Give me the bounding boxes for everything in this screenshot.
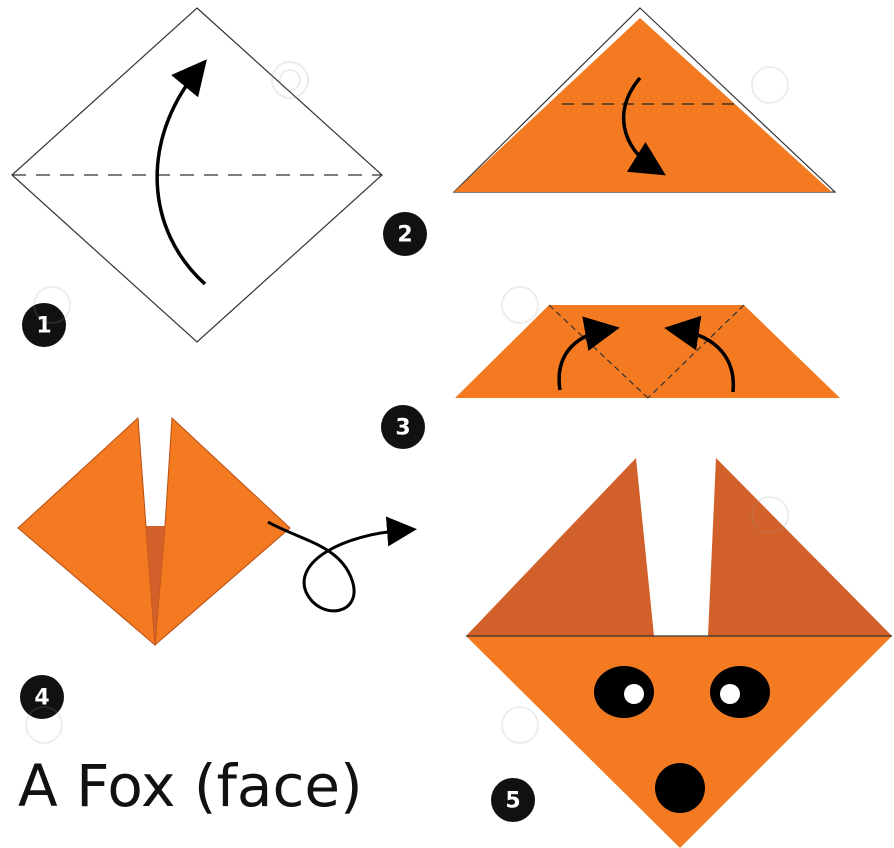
paper-triangle — [454, 18, 832, 192]
step-number-4: 4 — [34, 686, 49, 711]
step-number-1: 1 — [36, 314, 51, 339]
page-title: A Fox (face) — [18, 752, 363, 820]
step-1-diagram — [11, 7, 383, 343]
step-badge-1: 1 — [22, 303, 66, 347]
step-5-diagram — [466, 458, 892, 848]
fox-ear-left — [466, 458, 654, 636]
fold-line-right — [647, 304, 745, 399]
watermark-spiral — [751, 496, 789, 534]
watermark-spiral — [501, 706, 539, 744]
watermark-spiral — [501, 286, 539, 324]
fox-eye-left-pupil — [624, 684, 644, 704]
step-badge-2: 2 — [383, 212, 427, 256]
step-number-2: 2 — [397, 223, 412, 248]
step-number-5: 5 — [505, 789, 520, 814]
paper-square — [11, 7, 383, 343]
step-badge-5: 5 — [491, 778, 535, 822]
center-fold — [146, 526, 165, 645]
turn-over-arrow — [267, 516, 417, 613]
watermark-group — [25, 61, 789, 744]
step-4-diagram — [17, 416, 417, 647]
center-gap — [138, 420, 172, 526]
step-3-diagram — [455, 304, 840, 399]
fox-eye-right — [710, 666, 770, 718]
flap-right — [154, 416, 291, 647]
fox-ear-right — [708, 458, 892, 636]
watermark-spiral — [33, 286, 71, 324]
fold-arrow-left — [557, 316, 620, 391]
step-number-3: 3 — [395, 416, 410, 441]
step-badge-4: 4 — [20, 675, 64, 719]
fox-nose — [655, 763, 705, 813]
flap-left — [17, 416, 156, 647]
watermark-spiral — [751, 66, 789, 104]
step-2-diagram — [452, 7, 837, 193]
watermark-spiral — [279, 69, 301, 91]
fold-line-left — [548, 304, 649, 399]
watermark-spiral — [25, 706, 63, 744]
paper-trapezoid — [455, 305, 840, 398]
fox-eye-right-pupil — [720, 684, 740, 704]
fold-arrow-right — [664, 315, 736, 393]
fox-head — [466, 636, 892, 848]
watermark-spiral — [271, 61, 309, 99]
fold-down-arrow — [622, 76, 666, 176]
fox-eye-left — [594, 666, 654, 718]
step-badge-3: 3 — [381, 405, 425, 449]
fold-up-arrow — [155, 59, 207, 286]
